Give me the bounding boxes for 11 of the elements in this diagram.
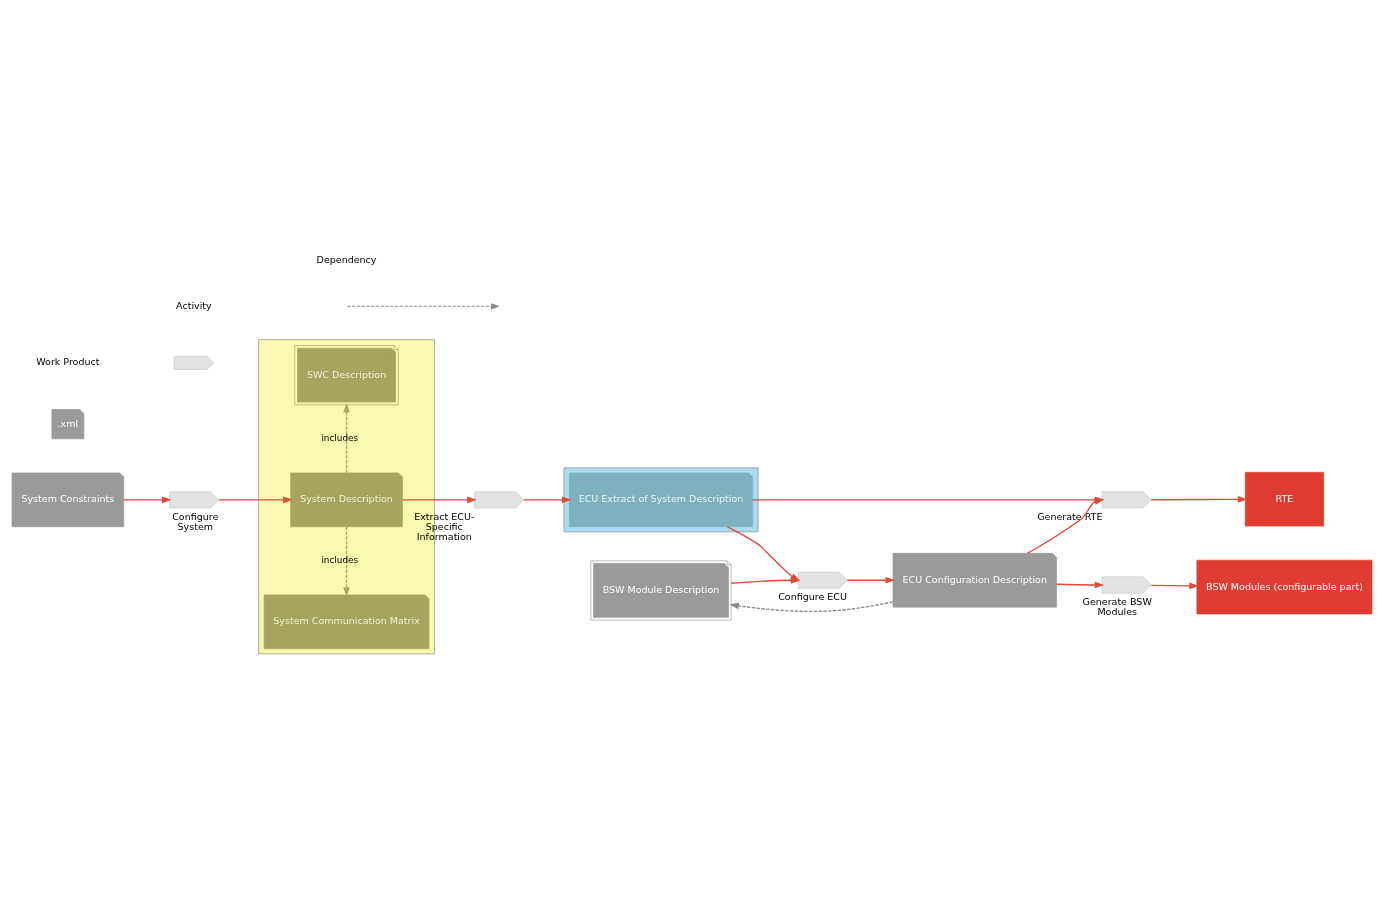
edge-label: includes: [321, 554, 359, 565]
node-label: Configure System: [172, 510, 219, 532]
legend-label: Activity: [176, 299, 212, 311]
node-label: Configure ECU: [778, 590, 847, 602]
node-label: Extract ECU-Specific Information: [414, 510, 475, 542]
label: .xml: [57, 417, 79, 429]
legend-label: Work Product: [36, 355, 100, 367]
node-label: Generate RTE: [1037, 510, 1103, 522]
edge-label: includes: [321, 432, 359, 443]
node-label: Generate BSW Modules: [1082, 595, 1152, 617]
legend-label: Dependency: [316, 253, 377, 265]
